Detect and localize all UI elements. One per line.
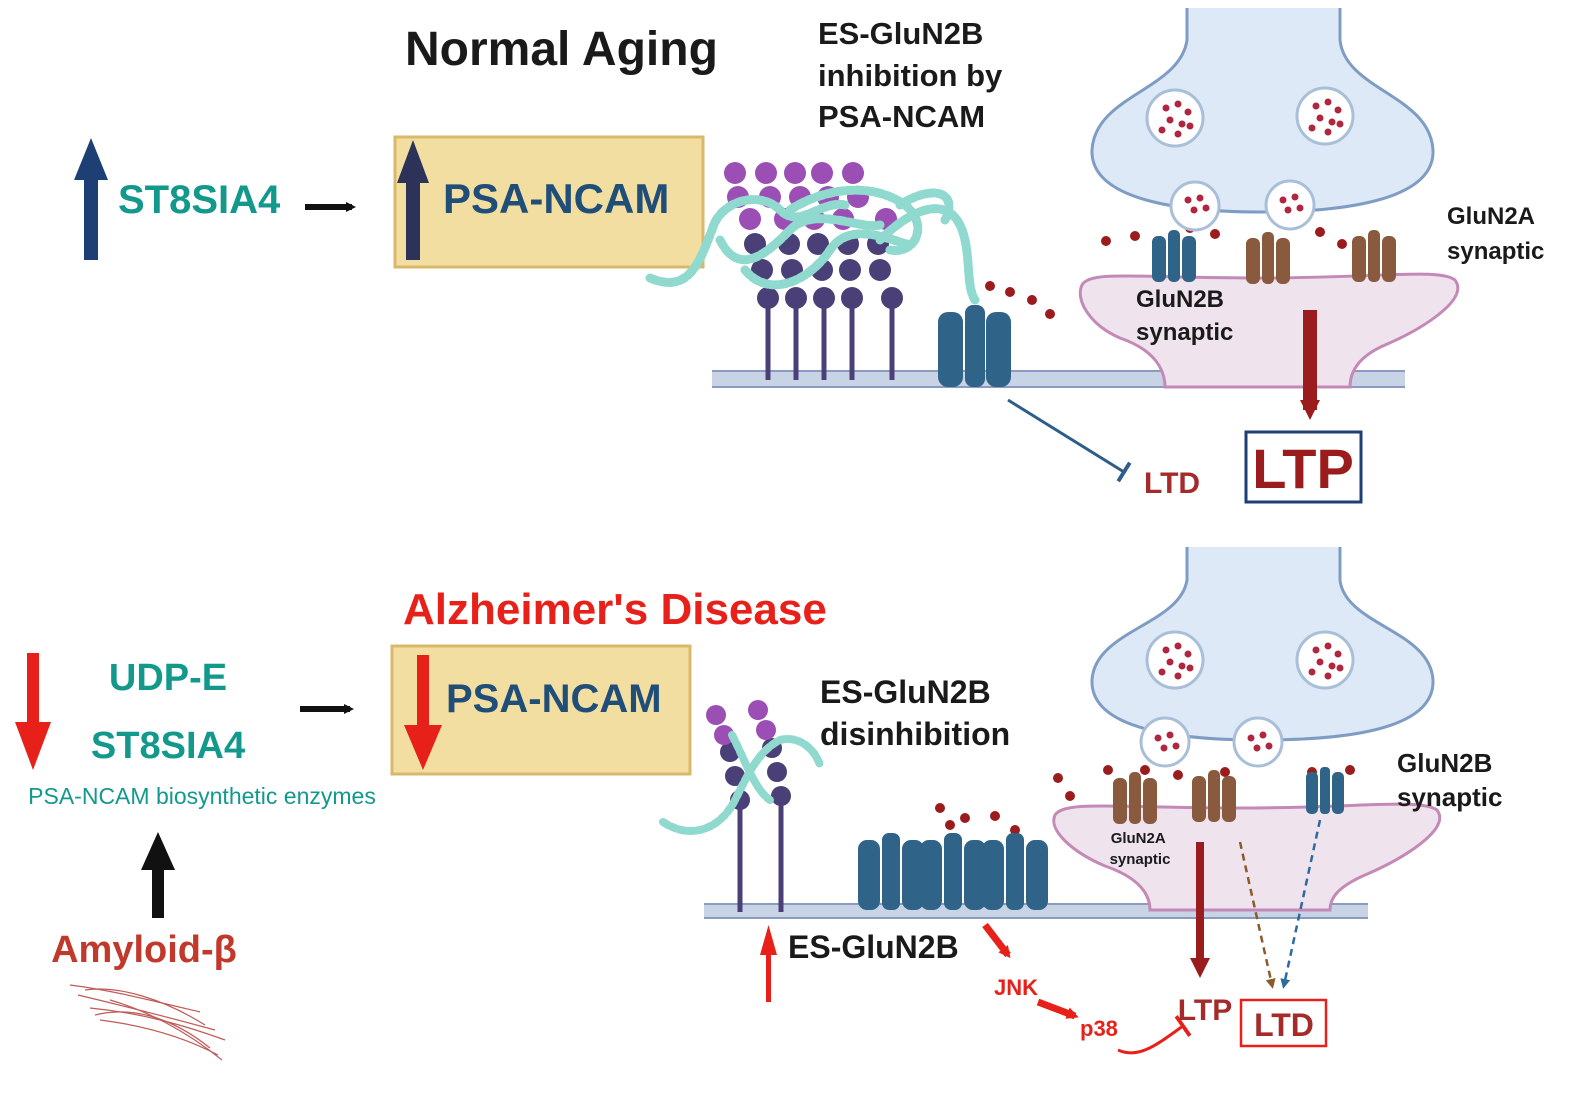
synaptic-glun2b-receptor <box>1306 767 1344 814</box>
up-arrow-icon <box>141 832 175 918</box>
glun2b-synaptic-label: GluN2B synaptic <box>1136 286 1233 346</box>
jnk-label: JNK <box>994 975 1038 1000</box>
glun2a-synaptic-label: GluN2A synaptic <box>1110 830 1171 868</box>
psa-ncam-box-label: PSA-NCAM <box>446 677 662 721</box>
mechanism-label: ES-GluN2B inhibition by PSA-NCAM <box>818 16 1011 134</box>
extrasynaptic-glun2b-receptor <box>938 305 1011 387</box>
ltp-label: LTP <box>1178 994 1232 1027</box>
psa-ncam-box-label: PSA-NCAM <box>443 175 669 222</box>
psa-ncam-molecules <box>645 162 980 380</box>
extrasynaptic-glun2b-receptor <box>920 833 986 910</box>
psa-ncam-box <box>390 644 692 776</box>
ltd-label: LTD <box>1144 467 1200 500</box>
up-arrow-icon <box>397 140 429 260</box>
psa-ncam-box <box>393 135 705 269</box>
amyloid-beta-label: Amyloid-β <box>51 929 237 971</box>
presynaptic-terminal <box>1090 547 1435 742</box>
glun2a-to-ltd-arrow <box>1238 841 1276 989</box>
extrasynaptic-glun2b-receptor <box>982 833 1048 910</box>
p38-label: p38 <box>1080 1016 1118 1041</box>
psa-ncam-molecules <box>659 700 824 912</box>
extrasynaptic-glun2b-receptor <box>858 833 924 910</box>
arrow-to-p38 <box>1036 998 1079 1020</box>
ltd-box <box>1239 998 1328 1048</box>
udp-e-label: UDP-E <box>109 657 227 699</box>
st8sia4-label: ST8SIA4 <box>118 178 281 222</box>
enzymes-caption: PSA-NCAM biosynthetic enzymes <box>28 783 376 809</box>
ltp-box <box>1244 430 1363 504</box>
synaptic-vesicles <box>1139 630 1355 768</box>
synaptic-glun2a-receptor <box>1113 772 1157 824</box>
up-arrow-icon <box>760 925 777 1002</box>
amyloid-fibrils-icon <box>69 984 226 1061</box>
ltp-label: LTP <box>1252 437 1354 500</box>
ltd-label: LTD <box>1254 1007 1314 1043</box>
up-arrow-icon <box>74 138 108 260</box>
glun2a-synaptic-label: GluN2A synaptic <box>1447 203 1544 265</box>
es-glun2b-label: ES-GluN2B <box>788 929 959 965</box>
down-arrow-icon <box>15 653 51 770</box>
mechanism-label: ES-GluN2B disinhibition <box>820 674 1010 752</box>
normal-aging-title: Normal Aging <box>405 23 718 76</box>
postsynaptic-density <box>1078 272 1459 389</box>
arrow-to-jnk <box>982 922 1011 959</box>
normal-aging-panel: Normal Aging ST8SIA4 PSA-NCAM ES-GluN2B … <box>74 8 1544 504</box>
synaptic-glun2a-receptor <box>1352 230 1396 282</box>
down-arrow-icon <box>404 655 442 770</box>
ltd-inhibition-line <box>1007 398 1132 483</box>
glutamate-dots <box>935 765 1355 835</box>
glun2b-synaptic-label: GluN2B synaptic <box>1397 748 1503 812</box>
synaptic-vesicles <box>1145 86 1355 232</box>
synaptic-glun2b-receptor <box>1152 230 1196 282</box>
st8sia4-label: ST8SIA4 <box>91 725 245 767</box>
presynaptic-terminal <box>1090 8 1435 214</box>
ltp-inhibition-line <box>1117 1015 1192 1055</box>
synaptic-glun2a-receptor <box>1246 232 1290 284</box>
alzheimers-panel: Alzheimer's Disease UDP-E ST8SIA4 PSA-NC… <box>15 547 1503 1061</box>
alzheimers-title: Alzheimer's Disease <box>403 585 827 634</box>
glun2b-to-ltd-arrow <box>1280 819 1322 989</box>
synaptic-glun2a-receptor <box>1192 770 1236 822</box>
